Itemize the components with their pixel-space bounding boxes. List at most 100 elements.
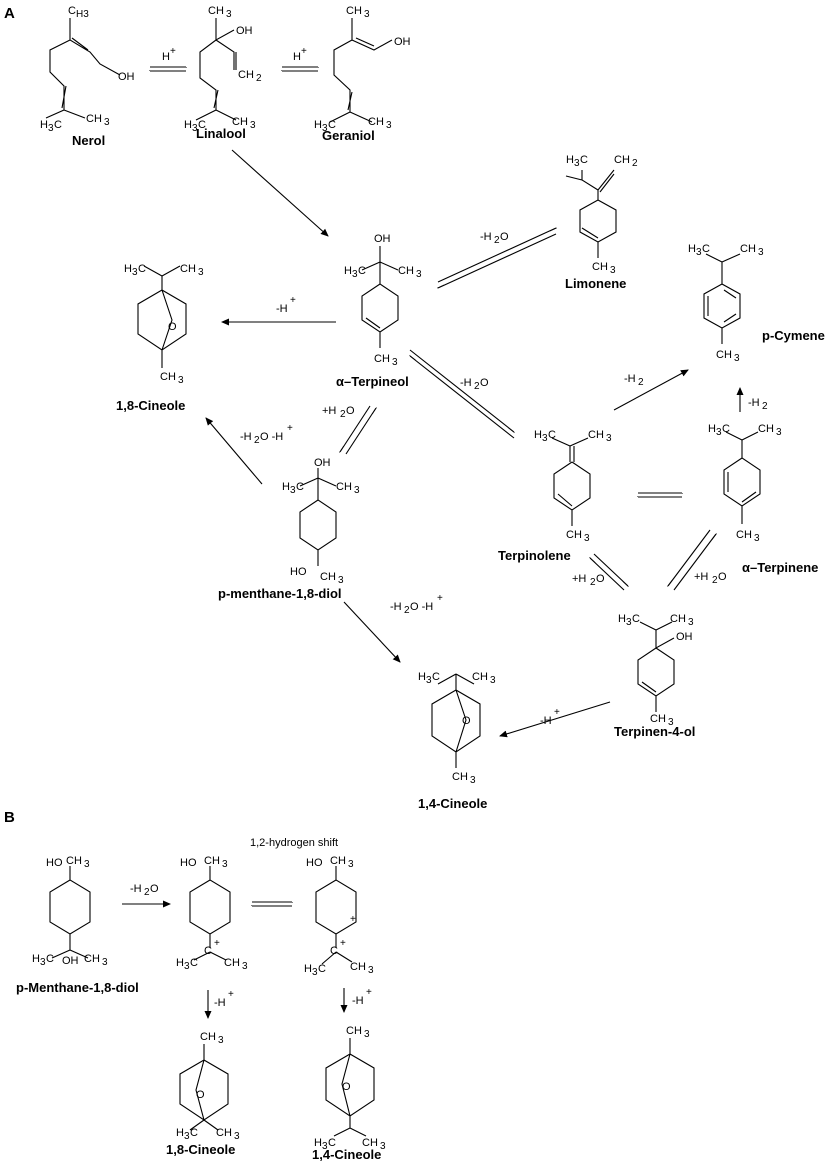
label-pcymene: p-Cymene [762,328,825,343]
svg-text:O: O [480,377,489,389]
svg-text:C: C [204,945,212,957]
hydrogen-shift-label: 1,2-hydrogen shift [250,837,338,849]
svg-text:2: 2 [254,435,260,446]
svg-text:3: 3 [610,265,616,276]
svg-text:H: H [293,51,301,63]
svg-text:CH: CH [452,771,468,783]
svg-text:C: C [328,1137,336,1149]
svg-text:+: + [301,46,307,57]
label-linalool: Linalool [196,126,246,141]
svg-text:+: + [228,989,234,1000]
svg-text:C: C [138,263,146,275]
svg-text:3: 3 [364,9,370,20]
svg-text:3: 3 [490,675,496,686]
arrow-terpinolene-aterpinene [638,492,682,498]
svg-text:CH: CH [224,957,240,969]
svg-text:3: 3 [218,1035,224,1046]
svg-text:C: C [68,5,76,17]
svg-text:O: O [346,405,355,417]
svg-text:3: 3 [354,485,360,496]
svg-text:CH: CH [614,154,630,166]
svg-text:2: 2 [712,575,718,586]
svg-text:CH: CH [670,613,686,625]
svg-text:O: O [168,321,177,333]
svg-text:OH: OH [676,631,693,643]
svg-text:3: 3 [352,269,358,280]
svg-text:+: + [340,938,346,949]
svg-text:H: H [344,265,352,277]
svg-text:C: C [722,423,730,435]
svg-text:CH: CH [232,116,248,128]
svg-text:3: 3 [734,353,740,364]
svg-text:3: 3 [222,859,228,870]
svg-text:H: H [176,1127,184,1139]
svg-text:CH: CH [566,529,582,541]
svg-text:3: 3 [184,1131,190,1142]
svg-text:H: H [124,263,132,275]
svg-text:H: H [282,481,290,493]
svg-text:2: 2 [340,409,346,420]
svg-text:+: + [350,914,356,925]
svg-text:-H: -H [130,883,142,895]
svg-text:C: C [318,963,326,975]
svg-text:H: H [32,953,40,965]
svg-text:+H: +H [694,571,708,583]
svg-text:2: 2 [590,577,596,588]
svg-text:2: 2 [474,381,480,392]
svg-text:-H: -H [390,601,402,613]
svg-text:CH: CH [472,671,488,683]
svg-text:+: + [366,987,372,998]
label-terpinen4ol: Terpinen-4-ol [614,724,695,739]
svg-text:O -H: O -H [260,431,283,443]
svg-text:+: + [290,295,296,306]
svg-text:3: 3 [338,575,344,586]
svg-text:3: 3 [234,1131,240,1142]
svg-text:OH: OH [374,233,391,245]
svg-text:CH: CH [374,353,390,365]
svg-text:H: H [534,429,542,441]
svg-text:OH: OH [236,25,253,37]
svg-text:3: 3 [192,123,198,134]
svg-text:H: H [304,963,312,975]
svg-text:+: + [554,707,560,718]
label-cineole18-b: 1,8-Cineole [166,1142,235,1157]
svg-text:C: C [358,265,366,277]
svg-text:3: 3 [574,158,580,169]
svg-text:3: 3 [688,617,694,628]
svg-text:+H: +H [322,405,336,417]
svg-text:+H: +H [572,573,586,585]
arrow-hydrogen-shift [252,901,292,907]
svg-text:HO: HO [306,857,323,869]
svg-text:-H: -H [214,997,226,1009]
svg-text:H: H [40,119,48,131]
arrow-cation2-cineole14: -H+ [340,987,372,1013]
label-cineole18: 1,8-Cineole [116,398,185,413]
svg-text:+: + [287,423,293,434]
svg-text:3: 3 [178,375,184,386]
svg-text:3: 3 [368,965,374,976]
svg-text:H3: H3 [76,9,89,20]
svg-text:O: O [150,883,159,895]
svg-text:3: 3 [364,1029,370,1040]
svg-text:H: H [162,51,170,63]
svg-text:CH: CH [368,116,384,128]
svg-text:H: H [184,119,192,131]
svg-text:3: 3 [392,357,398,368]
svg-text:3: 3 [386,120,392,131]
svg-text:2: 2 [494,235,500,246]
svg-text:O: O [596,573,605,585]
svg-text:3: 3 [470,775,476,786]
svg-text:3: 3 [312,967,318,978]
svg-text:2: 2 [144,887,150,898]
svg-text:CH: CH [346,5,362,17]
